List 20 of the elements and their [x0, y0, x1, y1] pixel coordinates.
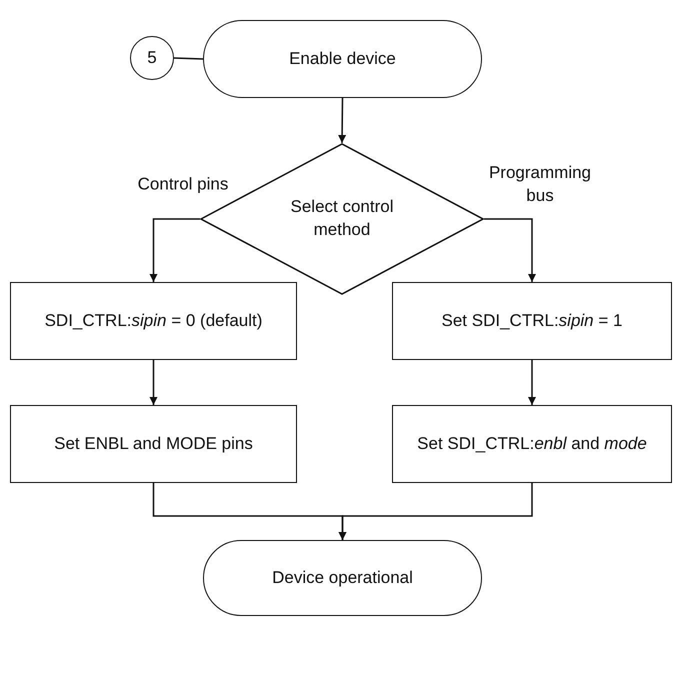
connector-arrow — [528, 360, 536, 405]
process-box — [10, 282, 297, 360]
connector-arrow — [338, 483, 533, 540]
node-label: Set SDI_CTRL:sipin = 1 — [442, 310, 622, 332]
process-box — [10, 405, 297, 483]
process-box — [392, 282, 672, 360]
node-label: Device operational — [272, 566, 413, 589]
connector-arrow — [150, 218, 200, 282]
step-number-circle — [130, 36, 174, 80]
connector-arrow — [338, 98, 346, 143]
node-label: 5 — [147, 46, 157, 69]
decision-diamond — [200, 143, 484, 295]
connector-arrow — [150, 360, 158, 405]
node-label: Enable device — [289, 48, 396, 70]
connector-arrow — [484, 218, 536, 282]
node-label: SDI_CTRL:sipin = 0 (default) — [44, 310, 262, 332]
node-label: Set ENBL and MODE pins — [54, 432, 253, 455]
node-label: Select control method — [290, 196, 394, 241]
node-label: Set SDI_CTRL:enbl and mode — [417, 432, 647, 455]
process-box — [392, 405, 672, 483]
